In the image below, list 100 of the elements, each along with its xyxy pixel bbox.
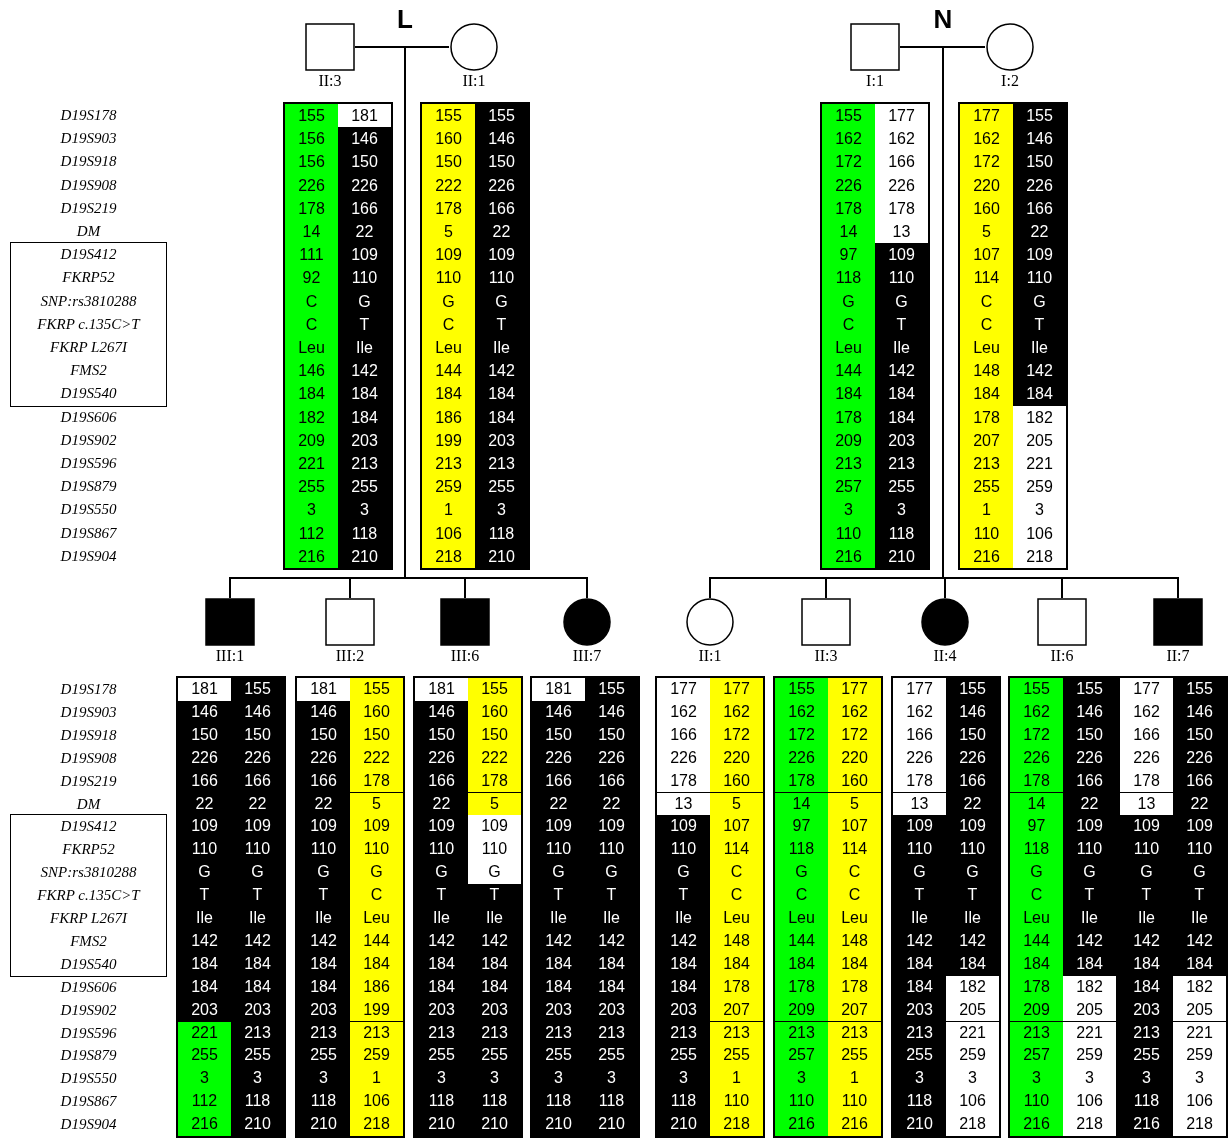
marker-name: D19S550 <box>59 1069 118 1089</box>
allele-cell: 5 <box>350 792 403 816</box>
allele-cell: 257 <box>1010 1044 1063 1068</box>
allele-cell: 3 <box>822 498 875 522</box>
allele-cell: C <box>350 884 403 907</box>
allele-cell: 205 <box>1173 998 1226 1022</box>
marker-name: D19S902 <box>59 1000 118 1020</box>
allele-cell: 181 <box>178 678 231 701</box>
allele-cell: 207 <box>828 998 881 1022</box>
allele-cell: 155 <box>422 104 475 128</box>
marker-name: D19S908 <box>59 175 118 195</box>
allele-cell: 255 <box>960 475 1013 499</box>
allele-cell: 182 <box>285 405 338 429</box>
marker-name: FKRP L267I <box>49 909 129 928</box>
allele-cell: 5 <box>828 792 881 816</box>
allele-cell: 3 <box>1010 1067 1063 1091</box>
allele-cell: 156 <box>285 150 338 174</box>
allele-cell: Leu <box>710 907 763 930</box>
allele-cell: 178 <box>1010 769 1063 793</box>
allele-cell: 221 <box>1173 1021 1226 1045</box>
allele-cell: 144 <box>775 929 828 953</box>
allele-cell: 1 <box>422 498 475 522</box>
individual-id: II:1 <box>461 72 487 90</box>
allele-cell: 257 <box>822 475 875 499</box>
allele-cell: C <box>960 312 1013 336</box>
allele-cell: 178 <box>775 769 828 793</box>
allele-cell: 216 <box>775 1113 828 1136</box>
allele-cell: 259 <box>350 1044 403 1068</box>
allele-cell: 178 <box>350 769 403 793</box>
allele-cell: C <box>828 861 881 885</box>
allele-cell: 178 <box>822 405 875 429</box>
allele-cell: Leu <box>422 336 475 360</box>
allele-cell: 221 <box>1013 452 1066 476</box>
allele-cell: 226 <box>893 746 946 770</box>
allele-cell: 110 <box>710 1090 763 1114</box>
allele-cell: C <box>960 289 1013 313</box>
individual-id: II:3 <box>317 72 343 90</box>
allele-cell: 148 <box>960 359 1013 383</box>
marker-name: DM <box>75 794 102 814</box>
allele-cell: 155 <box>468 678 521 701</box>
allele-cell: C <box>822 312 875 336</box>
allele-cell: 259 <box>1013 475 1066 499</box>
allele-cell: 155 <box>285 104 338 128</box>
allele-cell: 177 <box>710 678 763 701</box>
allele-cell: 162 <box>822 127 875 151</box>
allele-cell: 220 <box>710 746 763 770</box>
allele-cell: 216 <box>1010 1113 1063 1136</box>
marker-name: FKRP c.135C>T <box>36 886 142 906</box>
allele-cell: 118 <box>822 266 875 290</box>
allele-cell: 181 <box>415 678 468 701</box>
family-label: N <box>932 4 954 35</box>
allele-cell: 166 <box>1120 723 1173 747</box>
individual-id: III:7 <box>571 647 603 665</box>
allele-cell: 221 <box>178 1021 231 1045</box>
allele-cell: Leu <box>350 907 403 930</box>
marker-name: D19S219 <box>59 771 118 791</box>
allele-cell: 5 <box>468 792 521 816</box>
allele-cell: 162 <box>1010 700 1063 724</box>
individual-id: II:1 <box>697 647 723 665</box>
allele-cell: 226 <box>285 173 338 197</box>
allele-cell: 259 <box>422 475 475 499</box>
allele-cell: 216 <box>822 544 875 568</box>
marker-name: D19S918 <box>59 725 118 745</box>
allele-cell: 114 <box>960 266 1013 290</box>
allele-cell: 13 <box>893 792 946 816</box>
marker-name: D19S540 <box>59 384 118 404</box>
allele-cell: 160 <box>350 700 403 724</box>
allele-cell: 255 <box>285 475 338 499</box>
marker-name: D19S904 <box>59 1115 118 1135</box>
allele-cell: 5 <box>422 220 475 244</box>
allele-cell: 162 <box>775 700 828 724</box>
allele-cell: 213 <box>775 1021 828 1045</box>
marker-name: D19S879 <box>59 477 118 497</box>
allele-cell: 178 <box>1010 975 1063 999</box>
allele-cell: 144 <box>422 359 475 383</box>
allele-cell: 218 <box>350 1113 403 1136</box>
allele-cell: C <box>828 884 881 907</box>
allele-cell: 172 <box>775 723 828 747</box>
allele-cell: 178 <box>710 975 763 999</box>
marker-name: D19S219 <box>59 198 118 218</box>
allele-cell: 110 <box>828 1090 881 1114</box>
allele-cell: 3 <box>1173 1067 1226 1091</box>
allele-cell: 150 <box>350 723 403 747</box>
allele-cell: 155 <box>350 678 403 701</box>
allele-cell: 160 <box>710 769 763 793</box>
allele-cell: 5 <box>710 792 763 816</box>
allele-cell: 213 <box>422 452 475 476</box>
allele-cell: G <box>1010 861 1063 885</box>
allele-cell: Leu <box>775 907 828 930</box>
allele-cell: 178 <box>828 975 881 999</box>
allele-cell: 177 <box>893 678 946 701</box>
allele-cell: 226 <box>822 173 875 197</box>
allele-cell: 13 <box>875 220 928 244</box>
allele-cell: 184 <box>285 382 338 406</box>
allele-cell: 255 <box>828 1044 881 1068</box>
allele-cell: 160 <box>422 127 475 151</box>
allele-cell: 155 <box>1010 678 1063 701</box>
individual-id: I:1 <box>865 72 885 90</box>
marker-name: D19S918 <box>59 152 118 172</box>
allele-cell: 5 <box>960 220 1013 244</box>
